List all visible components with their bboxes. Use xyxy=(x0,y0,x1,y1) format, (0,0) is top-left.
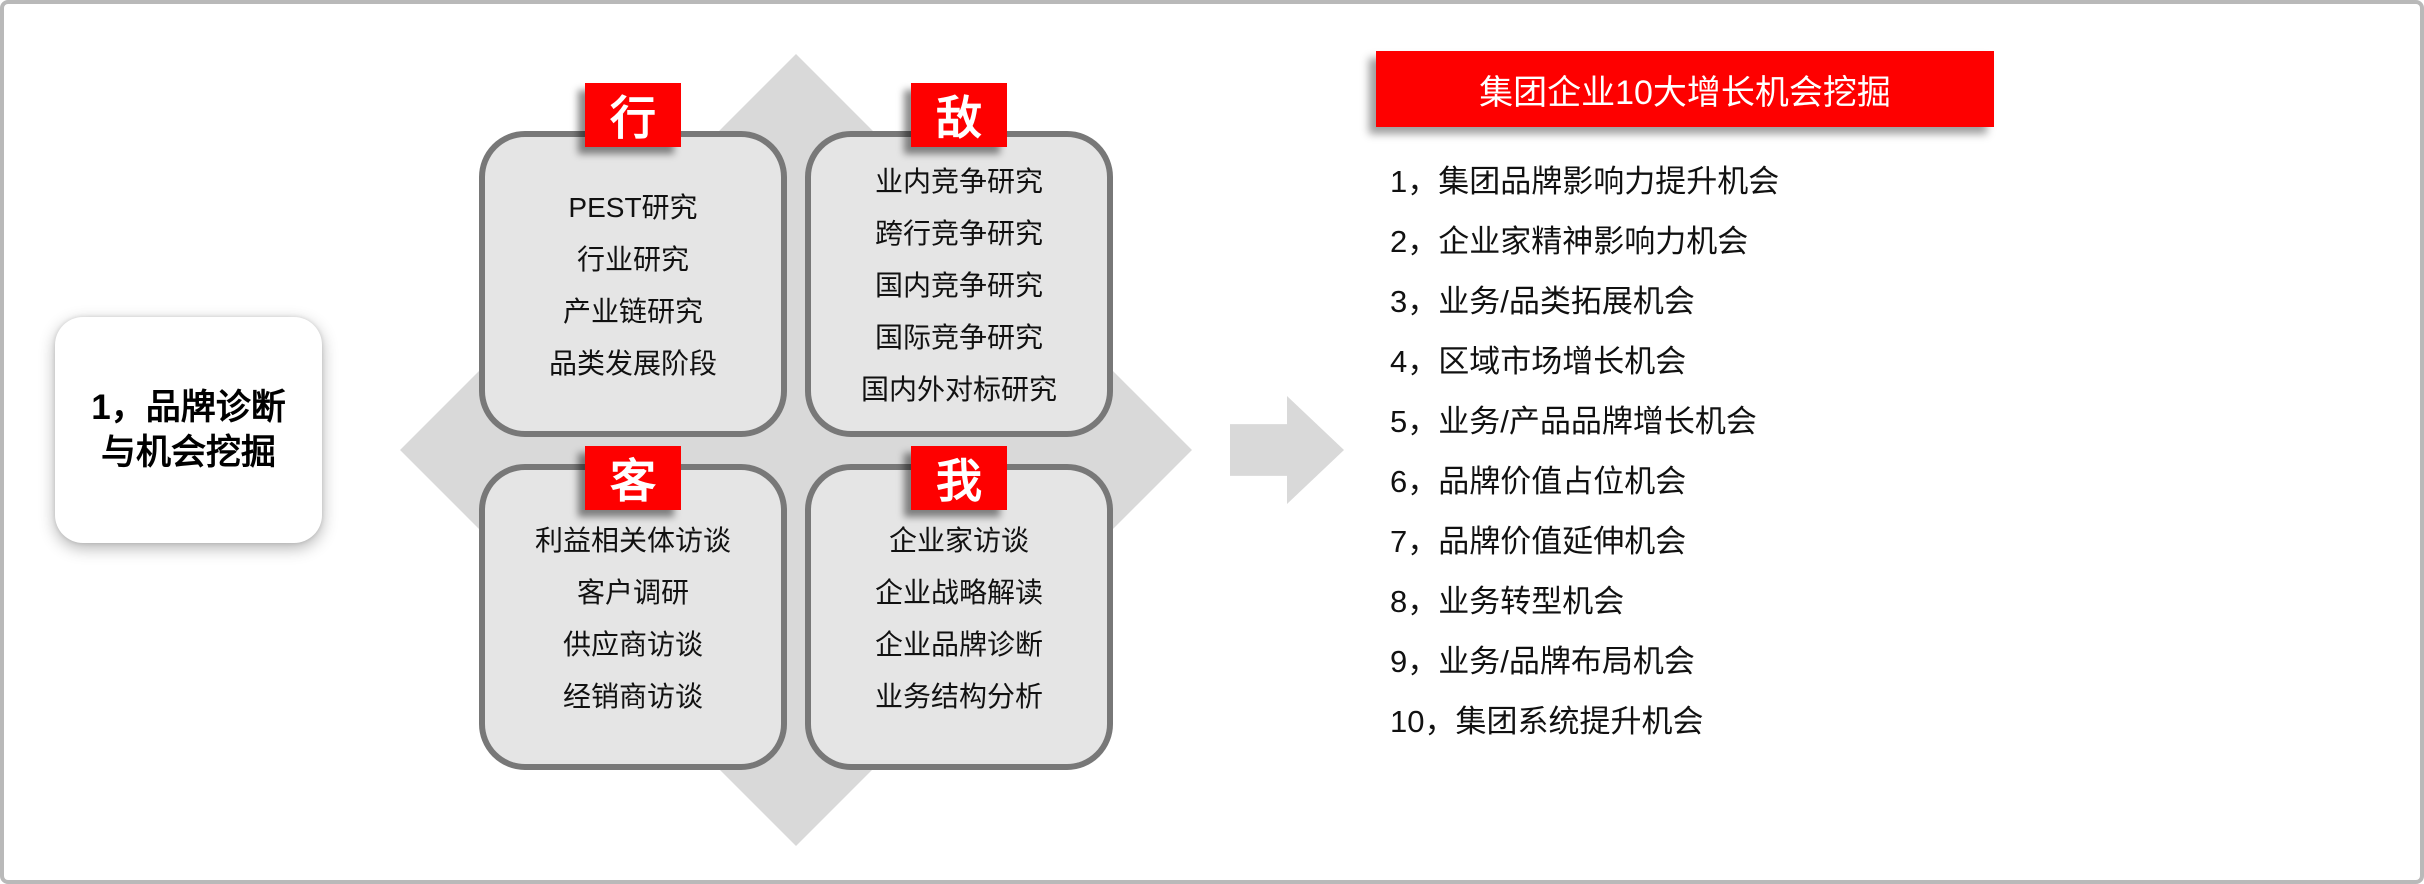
list-item: PEST研究 xyxy=(568,192,698,223)
list-item: 8，业务转型机会 xyxy=(1390,583,1625,619)
list-item: 利益相关体访谈 xyxy=(534,525,731,556)
opportunity-list: 1，集团品牌影响力提升机会 2，企业家精神影响力机会 3，业务/品类拓展机会 4… xyxy=(1390,148,2290,748)
phase-card-line: 与机会挖掘 xyxy=(100,433,276,472)
list-item: 行业研究 xyxy=(576,244,689,275)
list-item: 产业链研究 xyxy=(562,296,703,327)
list-item: 7，品牌价值延伸机会 xyxy=(1390,523,1687,559)
list-item: 企业品牌诊断 xyxy=(874,629,1043,660)
list-item: 5，业务/产品品牌增长机会 xyxy=(1390,403,1757,439)
list-item: 跨行竞争研究 xyxy=(874,218,1043,249)
quadrant-self-tab: 我 xyxy=(911,446,1007,510)
phase-card: 1，品牌诊断 与机会挖掘 xyxy=(55,317,322,543)
list-item: 2，企业家精神影响力机会 xyxy=(1390,223,1749,259)
list-item: 品类发展阶段 xyxy=(548,348,717,379)
list-item: 企业战略解读 xyxy=(874,577,1043,608)
list-item: 9，业务/品牌布局机会 xyxy=(1390,643,1695,679)
list-item: 国际竞争研究 xyxy=(874,322,1043,353)
quadrant-self: 我 企业家访谈 企业战略解读 企业品牌诊断 业务结构分析 xyxy=(805,446,1113,770)
list-item: 业务结构分析 xyxy=(874,681,1043,712)
list-item: 客户调研 xyxy=(576,577,689,608)
quadrant-industry-tab: 行 xyxy=(585,83,681,147)
list-item: 经销商访谈 xyxy=(562,681,703,712)
list-item: 业内竞争研究 xyxy=(874,166,1043,197)
quadrant-customers-tab: 客 xyxy=(585,446,681,510)
list-item: 3，业务/品类拓展机会 xyxy=(1390,283,1695,319)
quadrant-competitors-tab-label: 敌 xyxy=(936,92,982,144)
list-item: 10，集团系统提升机会 xyxy=(1390,703,1704,739)
list-item: 供应商访谈 xyxy=(562,629,703,660)
phase-card-line: 1，品牌诊断 xyxy=(91,387,286,427)
list-item: 4，区域市场增长机会 xyxy=(1390,343,1687,379)
quadrant-competitors: 敌 业内竞争研究 跨行竞争研究 国内竞争研究 国际竞争研究 国内外对标研究 xyxy=(805,83,1113,437)
quadrant-customers-tab-label: 客 xyxy=(610,455,656,507)
results-title-banner: 集团企业10大增长机会挖掘 xyxy=(1376,51,1994,127)
quadrant-competitors-box: 业内竞争研究 跨行竞争研究 国内竞争研究 国际竞争研究 国内外对标研究 xyxy=(805,131,1113,437)
list-item: 1，集团品牌影响力提升机会 xyxy=(1390,163,1780,199)
quadrant-industry-box: PEST研究 行业研究 产业链研究 品类发展阶段 xyxy=(479,131,787,437)
quadrant-self-box: 企业家访谈 企业战略解读 企业品牌诊断 业务结构分析 xyxy=(805,464,1113,770)
quadrant-self-tab-label: 我 xyxy=(936,455,982,507)
results-title: 集团企业10大增长机会挖掘 xyxy=(1479,73,1891,112)
list-item: 国内外对标研究 xyxy=(860,374,1057,405)
quadrant-industry-tab-label: 行 xyxy=(610,92,656,144)
quadrant-industry: 行 PEST研究 行业研究 产业链研究 品类发展阶段 xyxy=(479,83,787,437)
right-arrow-icon xyxy=(1230,396,1344,504)
list-item: 企业家访谈 xyxy=(888,525,1029,556)
quadrant-customers-box: 利益相关体访谈 客户调研 供应商访谈 经销商访谈 xyxy=(479,464,787,770)
quadrant-competitors-tab: 敌 xyxy=(911,83,1007,147)
list-item: 6，品牌价值占位机会 xyxy=(1390,463,1687,499)
list-item: 国内竞争研究 xyxy=(874,270,1043,301)
quadrant-customers: 客 利益相关体访谈 客户调研 供应商访谈 经销商访谈 xyxy=(479,446,787,770)
